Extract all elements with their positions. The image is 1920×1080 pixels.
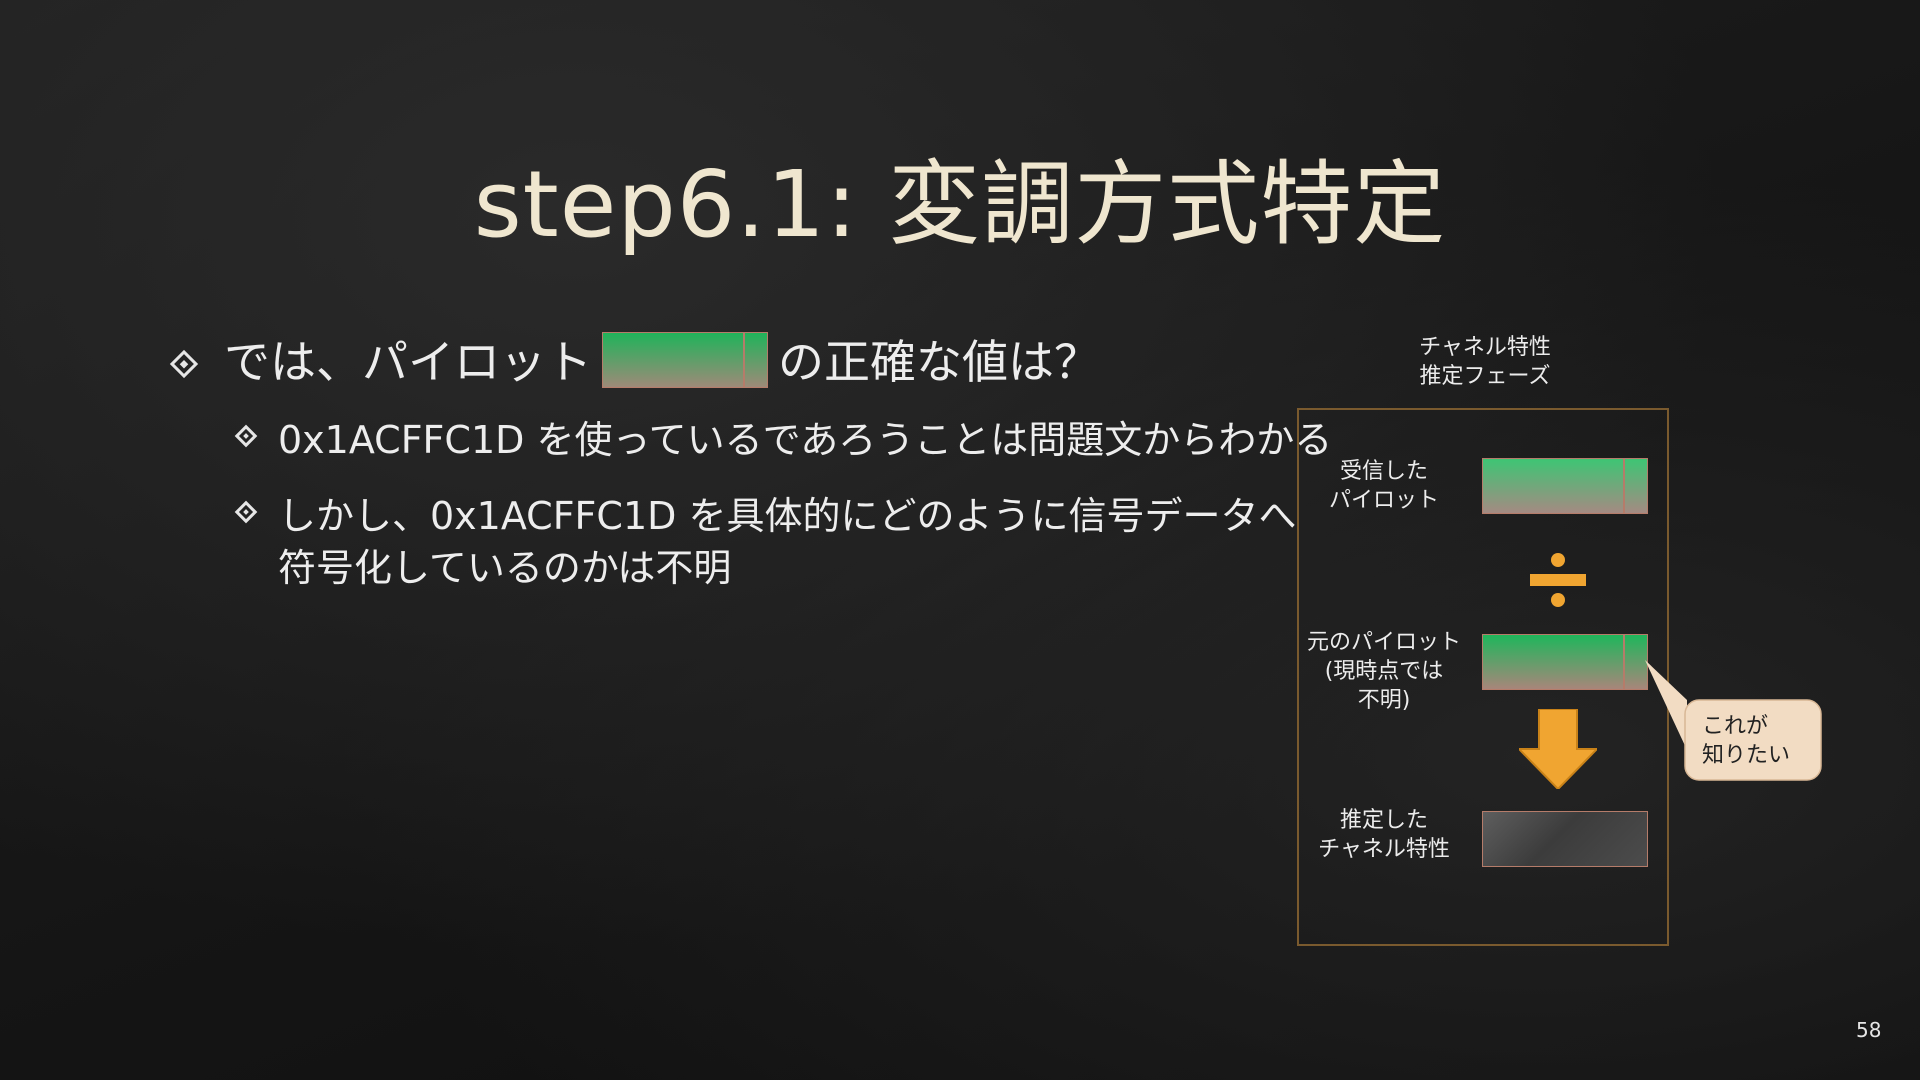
divide-icon	[1530, 553, 1586, 607]
diamond-bullet-icon	[169, 349, 199, 379]
phase-label-line: 推定フェーズ	[1419, 364, 1551, 389]
page-number: 58	[1856, 1018, 1882, 1042]
callout-line: これが	[1702, 714, 1769, 739]
callout-line: 知りたい	[1702, 743, 1791, 768]
phase-label-line: チャネル特性	[1419, 335, 1551, 360]
label-line: 元のパイロット	[1306, 630, 1461, 655]
estimated-channel-bar	[1482, 811, 1648, 867]
channel-estimation-phase-box	[1297, 408, 1669, 946]
bullet-text: 0x1ACFFC1D を使っているであろうことは問題文からわかる	[278, 418, 1333, 462]
label-line: 推定した	[1339, 808, 1428, 833]
bullet-pilot-question: では、パイロット の正確な値は？	[166, 332, 1100, 392]
phase-label: チャネル特性 推定フェーズ	[1385, 333, 1585, 391]
label-line: チャネル特性	[1318, 837, 1450, 862]
label-line: (現時点では	[1324, 659, 1444, 684]
original-pilot-bar	[1482, 634, 1648, 690]
bullet-encoding-unknown: しかし、0x1ACFFC1D を具体的にどのように信号データへ 符号化しているの…	[232, 490, 1296, 594]
slide-title: step6.1: 変調方式特定	[473, 151, 1447, 258]
estimated-channel-label: 推定した チャネル特性	[1304, 806, 1464, 864]
original-pilot-label: 元のパイロット (現時点では 不明)	[1304, 628, 1464, 715]
down-arrow-icon	[1519, 709, 1597, 789]
bullet-text-line: 符号化しているのかは不明	[278, 546, 732, 590]
bullet-text-before: では、パイロット	[224, 335, 592, 389]
received-pilot-bar	[1482, 458, 1648, 514]
pilot-inline-swatch	[602, 332, 768, 388]
diamond-bullet-icon	[234, 424, 258, 448]
label-line: パイロット	[1328, 488, 1439, 513]
label-line: 不明)	[1357, 688, 1411, 713]
bullet-text-after: の正確な値は？	[778, 335, 1100, 389]
bullet-text-line: しかし、0x1ACFFC1D を具体的にどのように信号データへ	[278, 494, 1297, 538]
received-pilot-label: 受信した パイロット	[1304, 457, 1464, 515]
callout-bubble	[1645, 660, 1822, 781]
bullet-sync-word: 0x1ACFFC1D を使っているであろうことは問題文からわかる	[232, 414, 1332, 466]
bullet-text-block: しかし、0x1ACFFC1D を具体的にどのように信号データへ 符号化しているの…	[278, 490, 1296, 594]
label-line: 受信した	[1339, 459, 1428, 484]
callout-text: これが 知りたい	[1702, 712, 1790, 770]
diamond-bullet-icon	[234, 500, 258, 524]
